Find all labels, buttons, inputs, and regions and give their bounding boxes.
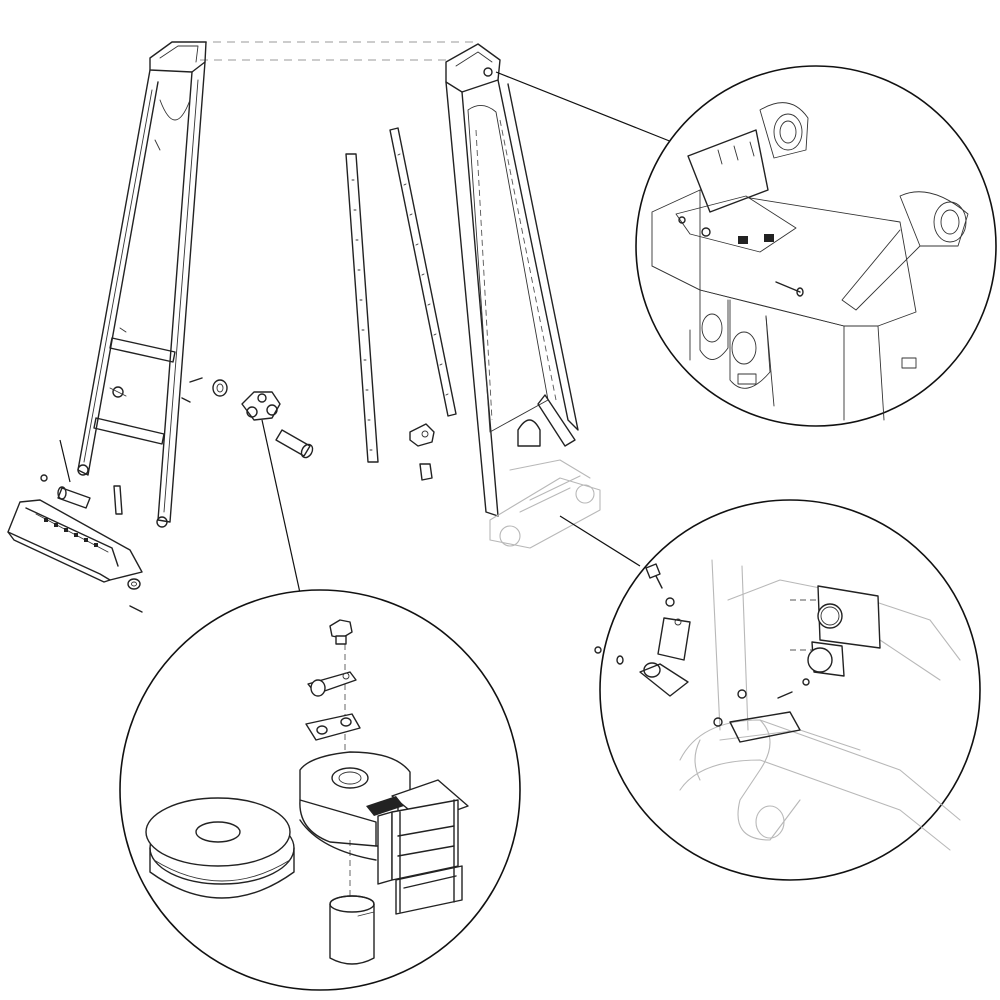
detail-circle-head (635, 65, 997, 427)
foot-cotter-pin (129, 605, 143, 613)
detail-link-bar (657, 617, 691, 661)
leader-line-head-detail (495, 71, 673, 143)
sheave-washer-plate (305, 713, 361, 741)
sheave-wheel (145, 797, 295, 899)
washer-part (212, 379, 228, 397)
alignment-dashed-line (185, 41, 478, 61)
foot-leader-line (59, 439, 71, 483)
pin-small (181, 377, 203, 403)
right-a-frame-leg (445, 43, 601, 549)
sheave-axle-pin (329, 895, 375, 965)
clamp-bracket-part (409, 423, 435, 447)
sheave-block-head (241, 391, 281, 421)
foot-nut (40, 474, 48, 482)
strap-plate-right (389, 127, 457, 417)
sheave-pin-cylinder (275, 429, 314, 459)
detail-cover-plate-upper (817, 585, 881, 649)
sheave-keeper-plate (307, 671, 357, 697)
sheave-hex-bolt (329, 619, 353, 645)
leader-line-base-detail (559, 515, 641, 567)
sheave-block-body (299, 751, 469, 915)
detail-circle-base (594, 499, 981, 881)
small-clip-part (419, 463, 433, 481)
detail-circle-sheave (119, 589, 521, 991)
foot-roller-pin (57, 486, 91, 509)
foot-washer (127, 578, 141, 590)
foot-base-assembly (7, 499, 143, 583)
leader-line-sheave-detail (261, 419, 303, 603)
left-a-frame-leg (77, 41, 207, 528)
strap-plate-left (345, 153, 379, 463)
foot-long-pin (113, 485, 123, 515)
detail-pin-cylinder (639, 662, 689, 697)
detail-cover-plate-lower (807, 641, 845, 677)
detail-bolt-top (645, 563, 663, 589)
